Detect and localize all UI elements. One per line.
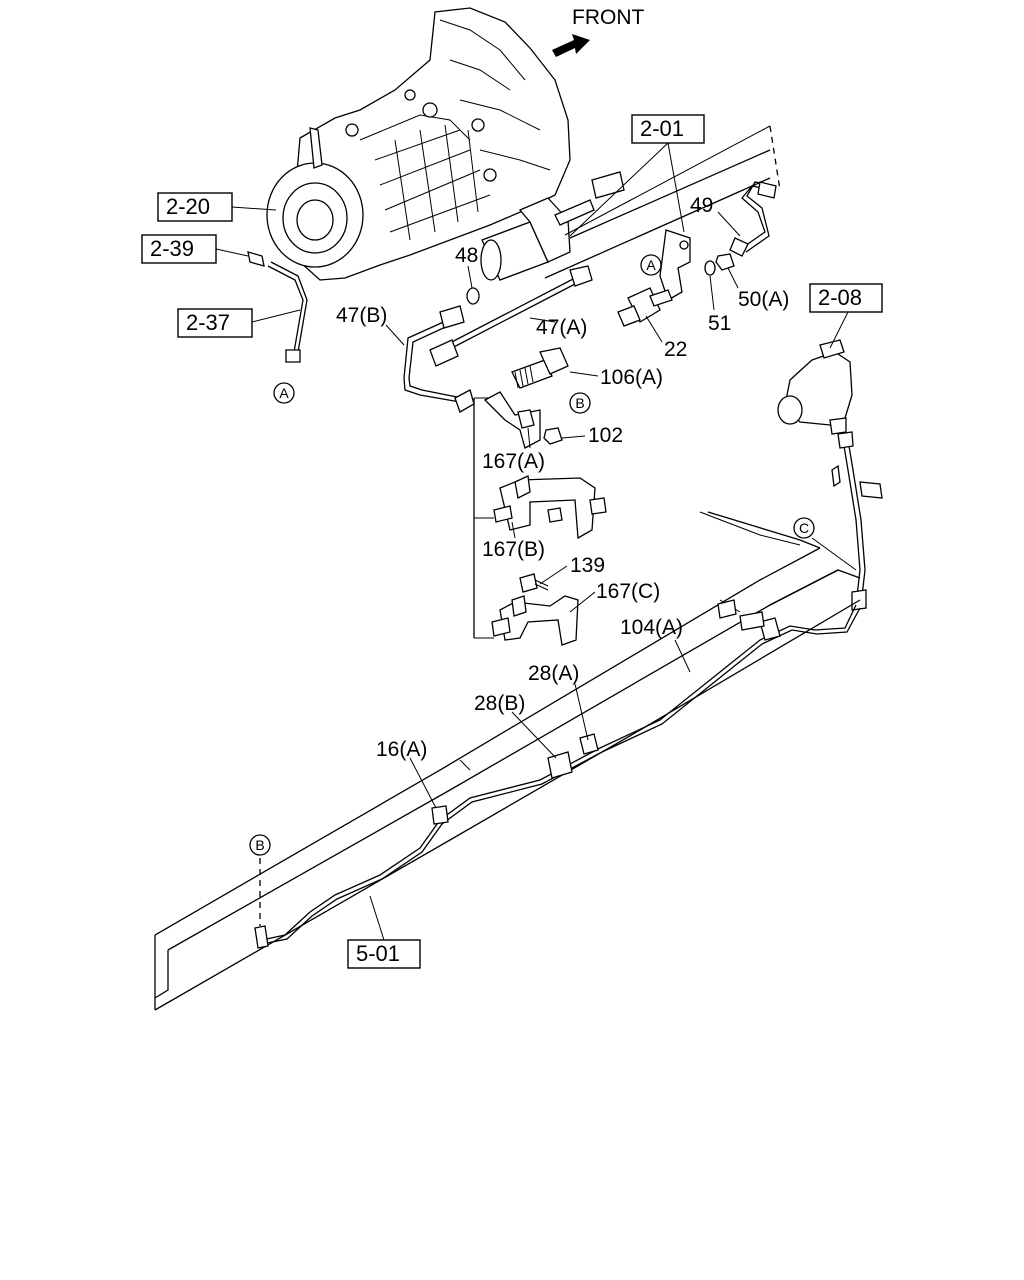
label-139: 139 xyxy=(570,554,605,577)
label-102: 102 xyxy=(588,424,623,447)
svg-text:2-08: 2-08 xyxy=(818,285,862,310)
label-47b: 47(B) xyxy=(336,304,387,327)
label-47a: 47(A) xyxy=(536,316,587,339)
connector-106a xyxy=(511,347,569,389)
front-direction-indicator: FRONT xyxy=(552,6,644,57)
label-28b: 28(B) xyxy=(474,692,525,715)
label-49: 49 xyxy=(690,194,713,217)
hose-2-37 xyxy=(247,251,308,363)
bracket-167a xyxy=(483,391,541,449)
label-104a: 104(A) xyxy=(620,616,683,639)
ref-box-2-20[interactable]: 2-20 xyxy=(157,192,233,222)
tube-47a xyxy=(429,265,593,367)
ref-box-2-39[interactable]: 2-39 xyxy=(141,234,217,264)
ref-box-5-01[interactable]: 5-01 xyxy=(347,939,421,969)
ref-box-2-01[interactable]: 2-01 xyxy=(631,114,705,144)
marker-b-upper: B xyxy=(569,392,591,414)
front-label: FRONT xyxy=(572,6,644,29)
leader-lines xyxy=(215,142,857,941)
svg-text:5-01: 5-01 xyxy=(356,941,400,966)
bracket-167b xyxy=(493,475,607,540)
label-22: 22 xyxy=(664,338,687,361)
part-number-labels: 48 47(B) 47(A) 49 50(A) 51 22 106(A) 102… xyxy=(336,194,789,761)
transmission-assembly xyxy=(266,7,571,281)
label-167a: 167(A) xyxy=(482,450,545,473)
label-50a: 50(A) xyxy=(738,288,789,311)
bracket-167c xyxy=(491,595,579,646)
marker-a-upper: A xyxy=(640,254,662,276)
washer-48 xyxy=(466,287,480,305)
svg-text:C: C xyxy=(799,520,809,536)
svg-text:B: B xyxy=(255,837,264,853)
svg-text:2-01: 2-01 xyxy=(640,116,684,141)
master-cylinder-reservoir xyxy=(777,339,853,435)
bracket-2-01 xyxy=(659,229,691,301)
label-51: 51 xyxy=(708,312,731,335)
svg-text:2-39: 2-39 xyxy=(150,236,194,261)
marker-a-lower: A xyxy=(273,382,295,404)
washer-51 xyxy=(704,260,716,276)
svg-text:B: B xyxy=(575,395,584,411)
pipe-104a xyxy=(254,599,861,949)
bracket-leader-lines xyxy=(473,397,494,639)
slave-cylinder-assembly xyxy=(480,149,771,281)
svg-text:A: A xyxy=(279,385,289,401)
hose-master-to-frame xyxy=(831,431,883,611)
tee-connector-22 xyxy=(617,287,673,327)
label-48: 48 xyxy=(455,244,478,267)
bolt-139 xyxy=(519,573,549,593)
tube-47b xyxy=(403,305,475,413)
ref-box-2-37[interactable]: 2-37 xyxy=(177,308,253,338)
svg-text:2-20: 2-20 xyxy=(166,194,210,219)
label-167b: 167(B) xyxy=(482,538,545,561)
hose-49 xyxy=(729,181,777,257)
nut-50a xyxy=(715,253,735,271)
label-16a: 16(A) xyxy=(376,738,427,761)
label-106a: 106(A) xyxy=(600,366,663,389)
ref-box-2-08[interactable]: 2-08 xyxy=(809,283,883,313)
marker-c: C xyxy=(793,517,815,539)
label-28a: 28(A) xyxy=(528,662,579,685)
svg-text:2-37: 2-37 xyxy=(186,310,230,335)
marker-b-lower: B xyxy=(249,834,271,856)
connection-dashed-lines xyxy=(259,125,781,926)
label-167c: 167(C) xyxy=(596,580,660,603)
svg-text:A: A xyxy=(646,257,656,273)
nut-102 xyxy=(543,427,563,445)
